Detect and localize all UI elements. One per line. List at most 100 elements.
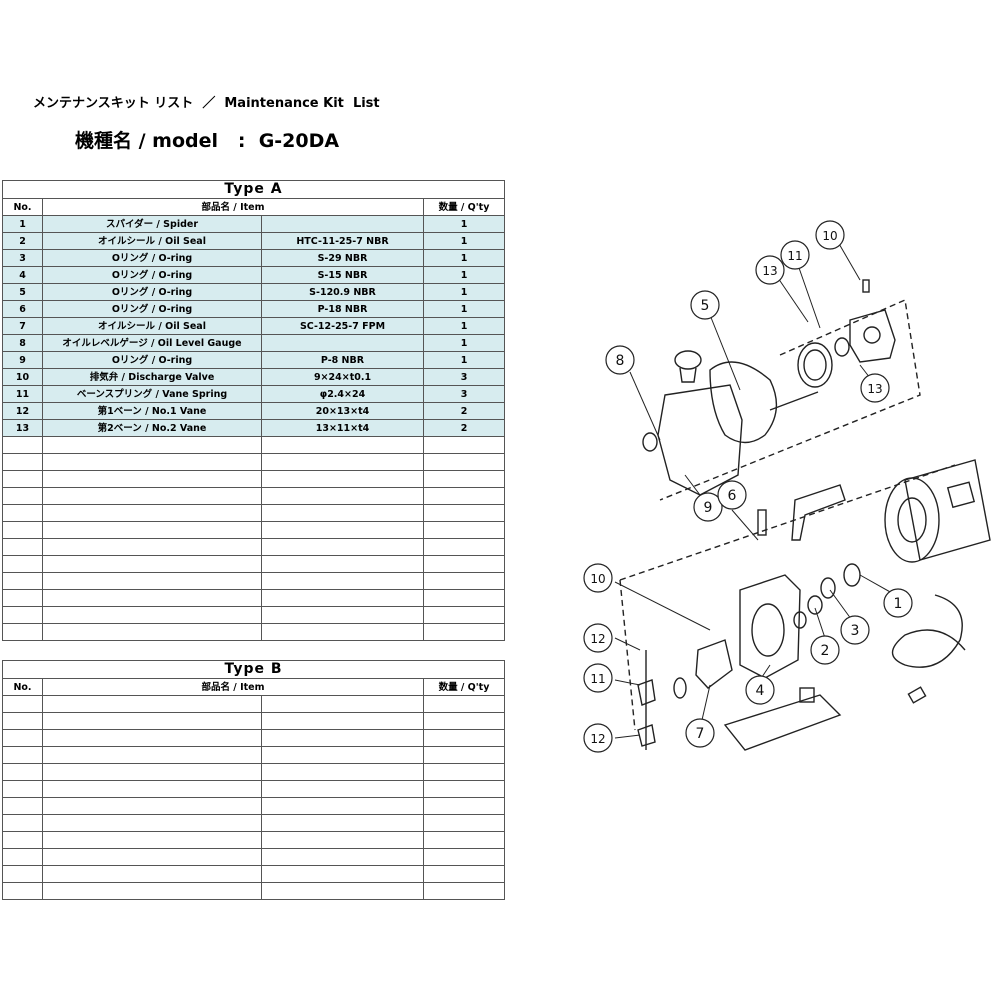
callout-label: 12 bbox=[590, 732, 605, 746]
row-item bbox=[42, 814, 262, 832]
row-spec bbox=[261, 746, 424, 764]
row-spec bbox=[261, 814, 424, 832]
row-spec bbox=[261, 215, 424, 233]
type-b-column-headers: No. 部品名 / Item 数量 / Q'ty bbox=[2, 678, 506, 696]
row-no bbox=[2, 572, 43, 590]
row-qty bbox=[423, 470, 505, 488]
row-spec bbox=[261, 487, 424, 505]
col-qty: 数量 / Q'ty bbox=[423, 198, 505, 216]
row-item: オイルシール / Oil Seal bbox=[42, 232, 262, 250]
row-no bbox=[2, 487, 43, 505]
row-item bbox=[42, 470, 262, 488]
table-row bbox=[2, 487, 505, 505]
table-row bbox=[2, 882, 506, 900]
row-item bbox=[42, 763, 262, 781]
row-no bbox=[2, 504, 43, 522]
table-row bbox=[2, 470, 505, 488]
row-item bbox=[42, 623, 262, 641]
row-no: 10 bbox=[2, 368, 43, 386]
row-spec bbox=[261, 521, 424, 539]
row-item: Oリング / O-ring bbox=[42, 249, 262, 267]
row-no bbox=[2, 606, 43, 624]
callout-label: 9 bbox=[704, 500, 713, 516]
row-no bbox=[2, 746, 43, 764]
row-spec: P-18 NBR bbox=[261, 300, 424, 318]
row-no bbox=[2, 814, 43, 832]
callout-8 bbox=[605, 345, 635, 375]
row-item: 排気弁 / Discharge Valve bbox=[42, 368, 262, 386]
row-spec bbox=[261, 797, 424, 815]
row-item bbox=[42, 504, 262, 522]
row-qty: 1 bbox=[423, 215, 505, 233]
callout-10-left bbox=[583, 563, 613, 593]
row-qty: 1 bbox=[423, 334, 505, 352]
table-row bbox=[2, 797, 506, 815]
row-item bbox=[42, 712, 262, 730]
row-qty bbox=[422, 729, 506, 747]
row-no: 11 bbox=[2, 385, 43, 403]
row-qty bbox=[423, 623, 505, 641]
callout-13-right bbox=[860, 373, 890, 403]
row-item: Oリング / O-ring bbox=[42, 283, 262, 301]
row-qty bbox=[422, 814, 506, 832]
row-qty bbox=[422, 712, 506, 730]
row-qty bbox=[422, 746, 506, 764]
row-spec: S-120.9 NBR bbox=[261, 283, 424, 301]
table-row bbox=[2, 453, 505, 471]
row-qty bbox=[423, 521, 505, 539]
row-spec: S-15 NBR bbox=[261, 266, 424, 284]
callout-lines bbox=[614, 241, 893, 739]
row-spec bbox=[261, 589, 424, 607]
row-no bbox=[2, 470, 43, 488]
row-item bbox=[42, 695, 262, 713]
table-row bbox=[2, 436, 505, 454]
table-row bbox=[2, 746, 506, 764]
row-item bbox=[42, 797, 262, 815]
row-qty bbox=[422, 695, 506, 713]
row-no bbox=[2, 712, 43, 730]
row-qty bbox=[423, 572, 505, 590]
row-item bbox=[42, 453, 262, 471]
row-item: 第2ベーン / No.2 Vane bbox=[42, 419, 262, 437]
callout-label: 4 bbox=[756, 683, 765, 699]
row-spec bbox=[261, 572, 424, 590]
type-b-title: Type B bbox=[1, 660, 506, 679]
table-row bbox=[2, 814, 506, 832]
row-spec bbox=[261, 606, 424, 624]
callout-label: 5 bbox=[701, 298, 710, 314]
type-a-header-row: Type A bbox=[2, 180, 505, 199]
table-row bbox=[2, 521, 505, 539]
row-spec bbox=[261, 882, 424, 900]
row-no bbox=[2, 763, 43, 781]
row-item bbox=[42, 780, 262, 798]
callout-label: 8 bbox=[616, 353, 625, 369]
callout-label: 11 bbox=[787, 249, 802, 263]
row-no bbox=[2, 436, 43, 454]
callout-label: 10 bbox=[822, 229, 837, 243]
row-no: 2 bbox=[2, 232, 43, 250]
callout-13-top bbox=[755, 255, 785, 285]
table-row bbox=[2, 623, 505, 641]
row-spec bbox=[261, 538, 424, 556]
row-no bbox=[2, 831, 43, 849]
row-qty bbox=[423, 606, 505, 624]
row-qty bbox=[423, 555, 505, 573]
table-row bbox=[2, 831, 506, 849]
row-no bbox=[2, 848, 43, 866]
callout-9 bbox=[693, 492, 723, 522]
row-spec bbox=[261, 504, 424, 522]
callout-12-lower bbox=[583, 723, 613, 753]
row-spec bbox=[261, 453, 424, 471]
row-no: 7 bbox=[2, 317, 43, 335]
type-b-header-row: Type B bbox=[1, 660, 506, 679]
row-no: 8 bbox=[2, 334, 43, 352]
callout-label: 13 bbox=[762, 264, 777, 278]
row-spec bbox=[261, 729, 424, 747]
row-qty: 1 bbox=[423, 249, 505, 267]
